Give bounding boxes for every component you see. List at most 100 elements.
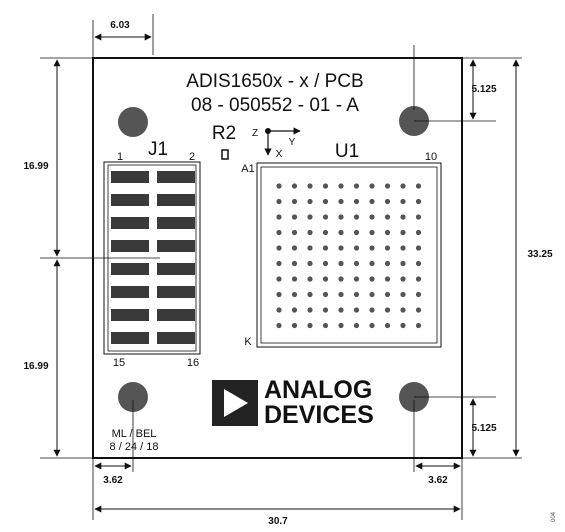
axis-x-label: X: [276, 149, 283, 160]
board-title-line1: ADIS1650x - x / PCB: [186, 71, 363, 92]
chip-ref: U1: [335, 141, 359, 162]
chip-ball-r6-c9: [400, 260, 406, 267]
chip-ball-r10-c5: [338, 322, 344, 329]
chip-ball-r2-c5: [338, 198, 344, 205]
board-title-line2: 08 - 050552 - 01 - A: [191, 95, 359, 116]
chip-ball-r10-c2: [291, 322, 298, 329]
axis-z-label: Z: [252, 128, 258, 139]
connector-pad-r5-c2: [157, 263, 195, 275]
dim-right-bottom-offset: 5.125: [471, 423, 496, 434]
chip-ball-r6-c6: [353, 260, 360, 267]
chip-row-label: K: [244, 336, 252, 348]
chip-ball-r1-c2: [291, 183, 298, 189]
chip-ball-r2-c9: [400, 198, 406, 205]
chip-ball-r4-c6: [353, 229, 360, 236]
chip-ball-r5-c6: [353, 245, 360, 251]
chip-ball-r9-c7: [369, 307, 375, 313]
connector-pad-r1-c1: [111, 171, 149, 183]
chip-ball-r5-c1: [276, 245, 282, 251]
chip-ball-r1-c5: [338, 183, 344, 189]
chip-ball-r1-c1: [276, 183, 282, 189]
chip-ball-r1-c8: [384, 183, 391, 189]
chip-ball-r7-c9: [400, 276, 406, 282]
chip-ball-r9-c8: [384, 307, 391, 313]
chip-col-label: 10: [425, 151, 437, 163]
chip-ball-r9-c5: [338, 307, 344, 313]
chip-ball-r4-c3: [307, 229, 313, 236]
chip-ball-r6-c7: [369, 260, 375, 267]
dim-left-lower-height: 16.99: [23, 361, 48, 372]
logo-line2: DEVICES: [264, 401, 374, 429]
chip-ball-r8-c3: [307, 291, 313, 298]
chip-ball-r2-c8: [384, 198, 391, 205]
chip-ball-r8-c5: [338, 291, 344, 298]
chip-ball-r8-c4: [322, 291, 329, 298]
resistor-footprint: [221, 149, 229, 160]
chip-ball-r10-c8: [384, 322, 391, 329]
connector-pad-r5-c1: [111, 263, 149, 275]
chip-ball-r5-c4: [322, 245, 329, 251]
chip-ball-r10-c4: [322, 322, 329, 329]
chip-ball-r10-c6: [353, 322, 360, 329]
connector-pin-16: 16: [187, 357, 199, 369]
chip-ball-r7-c3: [307, 276, 313, 282]
chip-outline: [256, 162, 442, 348]
chip-ball-r8-c10: [415, 291, 422, 298]
connector-pad-r3-c1: [111, 217, 149, 229]
chip-inner-outline: [260, 166, 438, 344]
connector-pin-15: 15: [113, 357, 125, 369]
chip-ball-r10-c3: [307, 322, 313, 329]
chip-ball-r1-c9: [400, 183, 406, 189]
silkscreen-line1: ML / BEL: [112, 428, 157, 440]
chip-ball-r5-c8: [384, 245, 391, 251]
chip-ball-r8-c2: [291, 291, 298, 298]
chip-ball-r4-c10: [415, 229, 422, 236]
chip-ball-r3-c1: [276, 214, 282, 220]
dim-right-total-height: 33.25: [527, 249, 552, 260]
chip-ball-r4-c4: [322, 229, 329, 236]
chip-ball-r3-c9: [400, 214, 406, 220]
chip-ball-r4-c5: [338, 229, 344, 236]
chip-ball-r2-c7: [369, 198, 375, 205]
chip-ball-r3-c8: [384, 214, 391, 220]
dim-top-left-offset: 6.03: [110, 20, 130, 31]
chip-ball-r10-c1: [276, 322, 282, 329]
dim-bottom-right-offset: 3.62: [428, 475, 448, 486]
chip-ball-r7-c10: [415, 276, 422, 282]
chip-ball-r2-c2: [291, 198, 298, 205]
chip-ball-r9-c6: [353, 307, 360, 313]
chip-ball-r3-c2: [291, 214, 298, 220]
chip-ball-r9-c2: [291, 307, 298, 313]
chip-ball-r4-c8: [384, 229, 391, 236]
chip-ball-r6-c5: [338, 260, 344, 267]
connector-pad-r7-c1: [111, 309, 149, 321]
chip-ball-r3-c4: [322, 214, 329, 220]
chip-ball-r2-c4: [322, 198, 329, 205]
logo-triangle: [224, 389, 248, 417]
chip-ball-r6-c4: [322, 260, 329, 267]
dim-right-top-offset: 5.125: [471, 84, 496, 95]
chip-ball-r6-c3: [307, 260, 313, 267]
chip-ball-r6-c8: [384, 260, 391, 267]
chip-ball-r7-c5: [338, 276, 344, 282]
connector-pads: [111, 171, 195, 344]
chip-ball-r10-c7: [369, 322, 375, 329]
dim-left-upper-height: 16.99: [23, 161, 48, 172]
chip-ball-r6-c10: [415, 260, 422, 267]
chip-ball-r5-c9: [400, 245, 406, 251]
chip-ball-r8-c8: [384, 291, 391, 298]
chip-ball-r8-c6: [353, 291, 360, 298]
connector-pad-r6-c2: [157, 286, 195, 298]
chip-ball-r4-c1: [276, 229, 282, 236]
chip-ball-r4-c7: [369, 229, 375, 236]
chip-ball-r1-c10: [415, 183, 422, 189]
chip-ball-r1-c6: [353, 183, 360, 189]
chip-ball-r3-c6: [353, 214, 360, 220]
chip-ball-r6-c2: [291, 260, 298, 267]
chip-ball-r3-c5: [338, 214, 344, 220]
chip-ball-r1-c3: [307, 183, 313, 189]
chip-ball-r5-c7: [369, 245, 375, 251]
connector-ref: J1: [148, 139, 168, 160]
chip-ball-r8-c9: [400, 291, 406, 298]
